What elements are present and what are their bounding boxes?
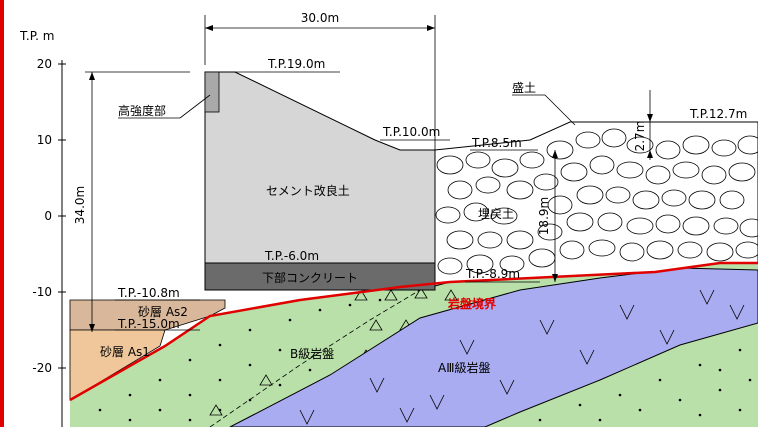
elevation-crest: T.P.19.0m (267, 57, 325, 71)
b-rock-dots (98, 298, 752, 422)
lower-concrete (204, 262, 436, 291)
cement-improved-soil (204, 71, 436, 264)
high-strength-part (204, 71, 220, 113)
tick-label-0: 0 (44, 209, 52, 223)
tick-label-20: 20 (37, 57, 52, 71)
a3-rock-v-marks (299, 289, 745, 425)
label-high-strength: 高強度部 (118, 103, 166, 118)
elevation-backfill-top: T.P.8.5m (471, 136, 522, 150)
label-backfill: 埋戻土 (478, 207, 514, 221)
elevation-base: T.P.-8.9m (465, 267, 520, 281)
tick-label-10: 10 (37, 133, 52, 147)
label-sand-as1: 砂層 As1 (100, 345, 150, 359)
dimension-top-width (204, 15, 436, 150)
top-width-label: 30.0m (301, 11, 339, 25)
label-rock-boundary: 岩盤境界 (447, 296, 496, 311)
label-embankment: 盛土 (512, 80, 536, 95)
rock-boundary-line (69, 261, 758, 402)
label-b-rock: B級岩盤 (290, 346, 334, 361)
dimension-total-height (85, 71, 190, 332)
label-sand-as2: 砂層 As2 (138, 305, 188, 319)
backfill-rubble (435, 128, 758, 275)
embankment-height-label: 2.7m (633, 121, 647, 152)
elevation-berm: T.P.10.0m (382, 125, 440, 139)
label-cement-soil: セメント改良土 (266, 183, 350, 198)
elevation-concrete-top: T.P.-6.0m (264, 249, 319, 263)
a3-rock-layer (229, 267, 758, 427)
dimension-embankment-height (647, 90, 653, 160)
tick-label-minus20: -20 (32, 361, 52, 375)
backfill-height-label: 18.9m (537, 197, 551, 235)
label-lower-concrete: 下部コンクリート (262, 270, 358, 285)
total-height-label: 34.0m (73, 186, 87, 224)
tick-label-minus10: -10 (32, 285, 52, 299)
elevation-embankment-top: T.P.12.7m (689, 107, 747, 121)
elevation-as2-bottom: T.P.-15.0m (117, 317, 180, 331)
y-axis-ticks (58, 63, 66, 369)
label-a3-rock: AⅢ級岩盤 (438, 360, 490, 375)
dimension-backfill-height (552, 150, 558, 282)
elevation-as2-top: T.P.-10.8m (117, 286, 180, 300)
axis-unit-label: T.P. m (19, 29, 54, 43)
